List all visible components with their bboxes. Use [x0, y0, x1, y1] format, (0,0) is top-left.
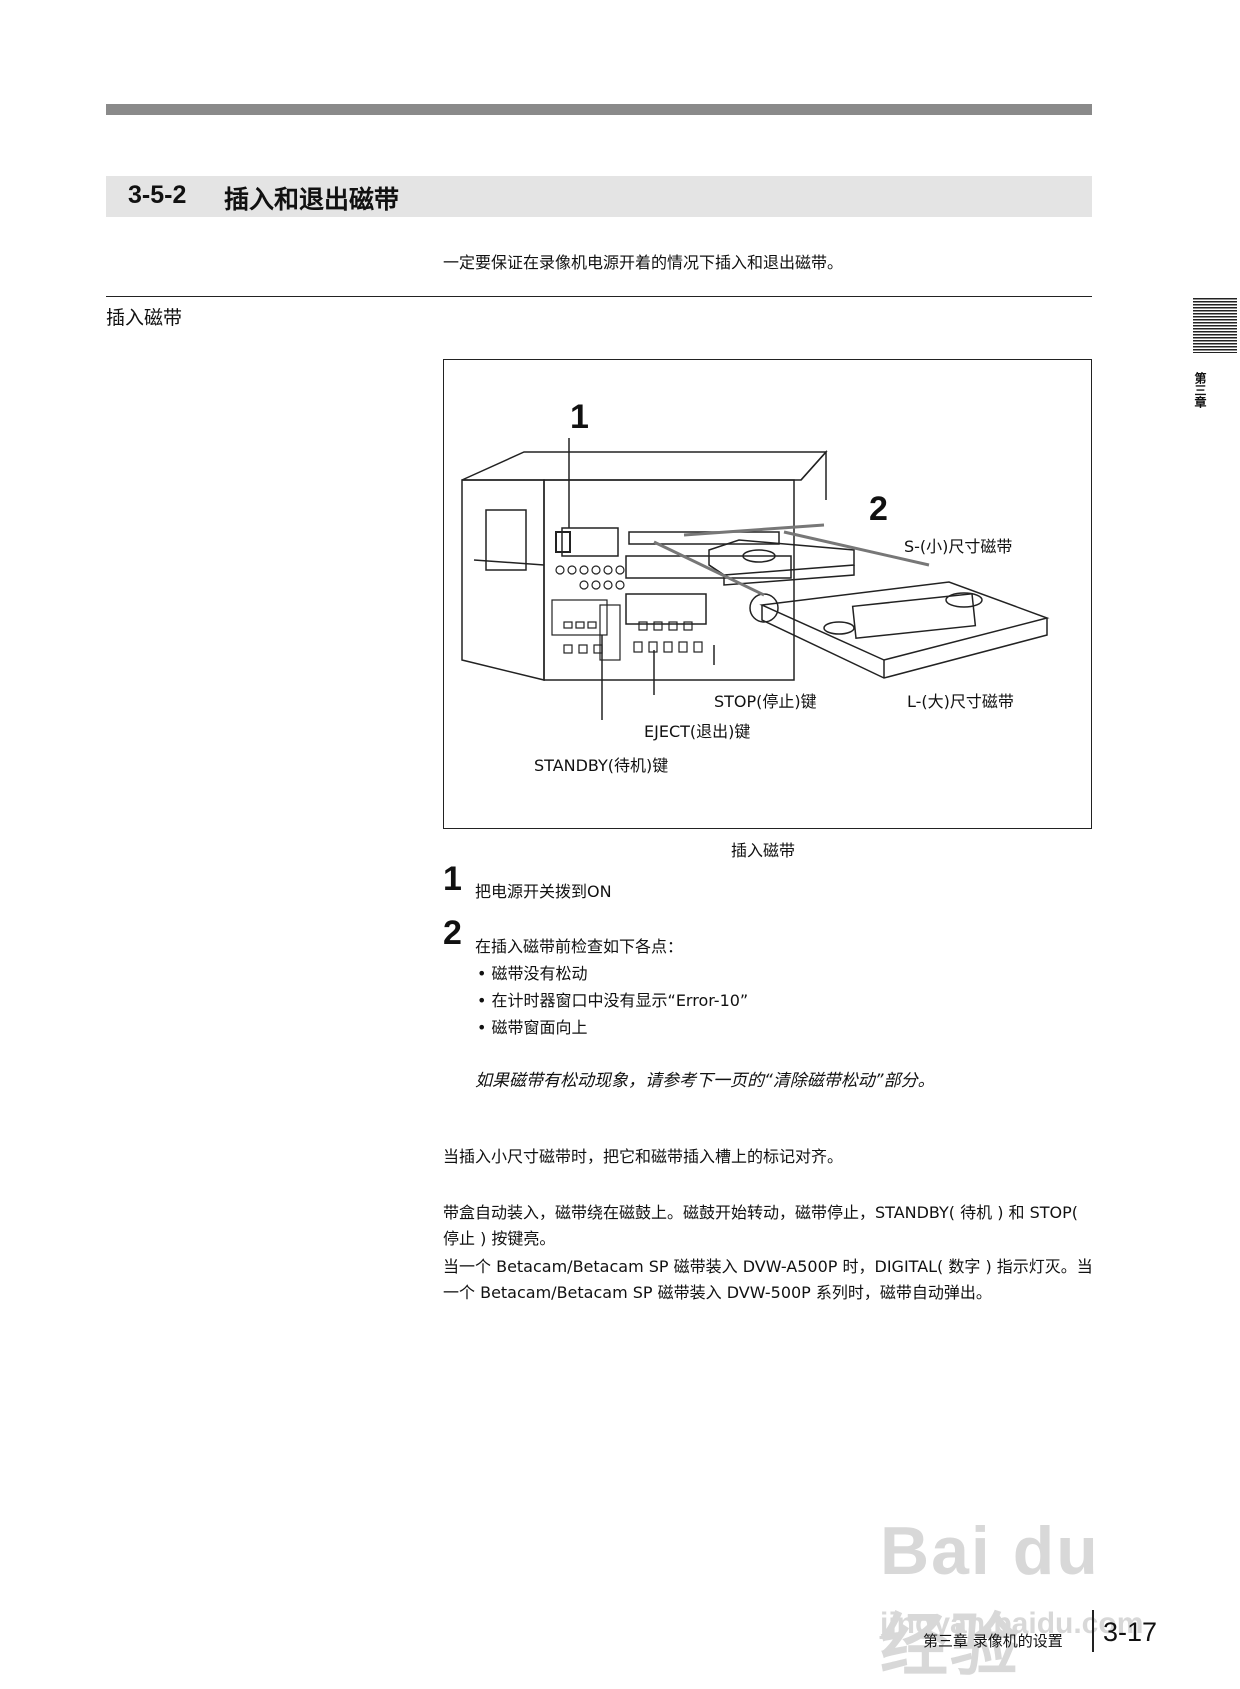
step-text: 把电源开关拨到ON — [475, 882, 612, 901]
checklist-item: • 磁带没有松动 — [477, 964, 588, 983]
note-text: 如果磁带有松动现象，请参考下一页的“清除磁带松动”部分。 — [475, 1071, 935, 1091]
section-number: 3-5-2 — [128, 181, 187, 209]
footer-divider — [1092, 1610, 1094, 1652]
callout-2: 2 — [869, 490, 888, 528]
label-l-tape: L-(大)尺寸磁带 — [907, 692, 1014, 711]
watermark-logo: Bai du 经验 — [880, 1513, 1100, 1684]
watermark: Bai du 经验 jingyan.baidu.com — [880, 1500, 1170, 1684]
checklist-item: • 磁带窗面向上 — [477, 1018, 588, 1037]
page-number: 3-17 — [1103, 1617, 1158, 1647]
paragraph: 当一个 Betacam/Betacam SP 磁带装入 DVW-A500P 时，… — [443, 1257, 1093, 1302]
vtr-illustration: 1 2 S-(小)尺寸磁带 L-(大)尺寸磁带 STOP(停止)键 EJECT(… — [443, 359, 1092, 829]
label-eject-key: EJECT(退出)键 — [644, 722, 751, 741]
label-stop-key: STOP(停止)键 — [714, 692, 817, 711]
section-title: 插入和退出磁带 — [224, 185, 400, 214]
callout-1: 1 — [570, 398, 589, 436]
label-standby-key: STANDBY(待机)键 — [534, 756, 669, 775]
chapter-tab-label: 第三章 — [1193, 372, 1207, 408]
paragraph: 当插入小尺寸磁带时，把它和磁带插入槽上的标记对齐。 — [443, 1147, 844, 1166]
step-number: 1 — [443, 860, 462, 898]
intro-text: 一定要保证在录像机电源开着的情况下插入和退出磁带。 — [443, 253, 844, 272]
watermark-url: jingyan.baidu.com — [880, 1607, 1144, 1640]
step-text: 在插入磁带前检查如下各点： — [475, 937, 684, 956]
top-rule-bar — [106, 104, 1092, 115]
subheading: 插入磁带 — [106, 307, 183, 329]
footer-chapter: 第三章 录像机的设置 — [923, 1632, 1063, 1650]
checklist-item: • 在计时器窗口中没有显示“Error-10” — [477, 991, 749, 1010]
paragraph: 带盒自动装入，磁带绕在磁鼓上。磁鼓开始转动，磁带停止，STANDBY( 待机 )… — [443, 1203, 1079, 1248]
chapter-tab-stripes — [1193, 298, 1237, 353]
vtr-drawing — [461, 438, 1050, 720]
figure-caption: 插入磁带 — [731, 841, 796, 860]
divider — [106, 296, 1092, 297]
step-number: 2 — [443, 914, 462, 952]
section-header: 3-5-2 插入和退出磁带 — [106, 176, 1092, 217]
label-s-tape: S-(小)尺寸磁带 — [904, 537, 1013, 556]
